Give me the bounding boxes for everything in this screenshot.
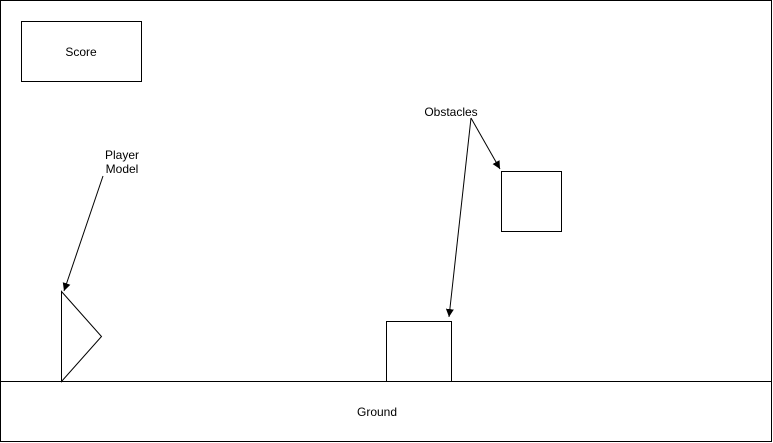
score-box [21,21,142,82]
obstacles-label: Obstacles [424,105,477,119]
player-model-triangle [61,290,103,383]
obstacle-ground [386,321,452,382]
obstacles-arrow-ground [445,117,472,318]
obstacle-floating [501,171,562,232]
score-label: Score [65,45,97,59]
player-model-arrow [62,175,104,292]
player-model-label-line1: Player [105,148,139,162]
player-model-label-line2: Model [106,162,139,176]
ground-label: Ground [357,405,397,419]
obstacles-arrow-floating [470,117,501,170]
